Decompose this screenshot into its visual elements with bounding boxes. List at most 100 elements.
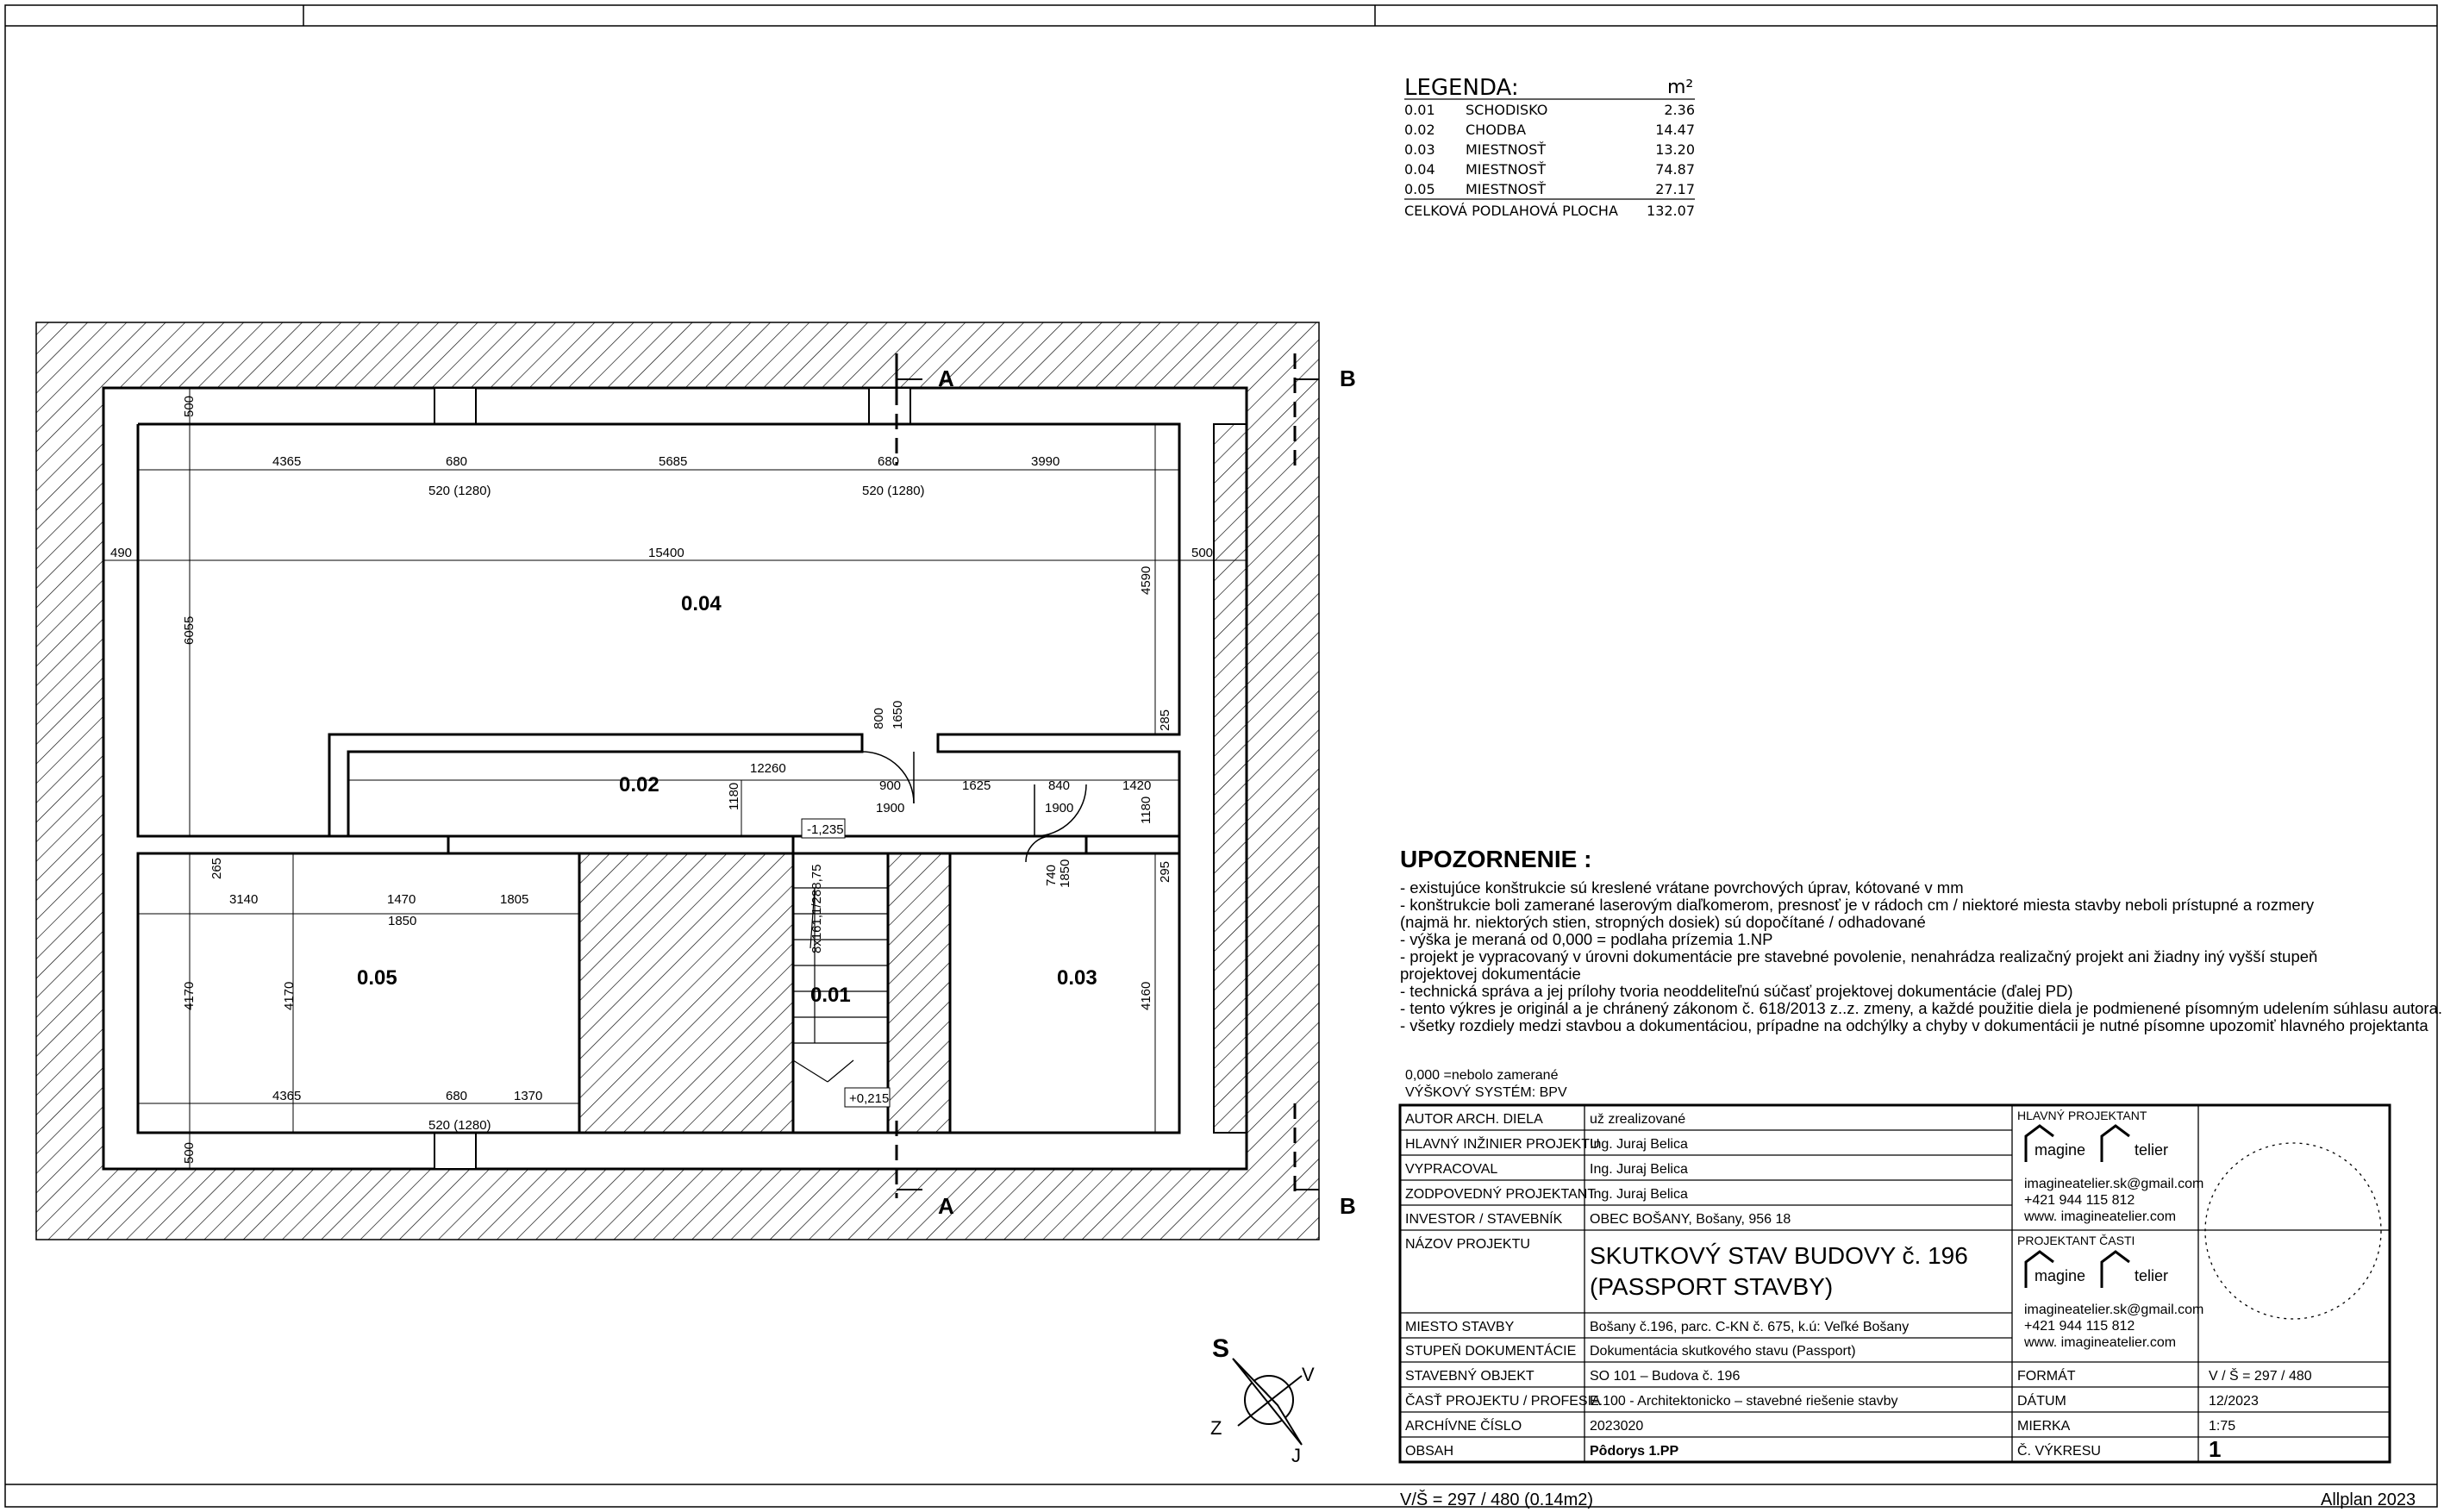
title-block: AUTOR ARCH. DIELA už zrealizované HLAVNÝ… [1398, 1103, 2391, 1464]
dim-1370: 1370 [514, 1089, 542, 1103]
east-wall-hatch [1213, 423, 1247, 1134]
tb-label: MIESTO STAVBY [1405, 1320, 1515, 1334]
tb-date-label: DÁTUM [2017, 1392, 2066, 1409]
notes-line: - existujúce konštrukcie sú kreslené vrá… [1400, 878, 1964, 897]
level-mark-1: -1,235 [807, 822, 844, 837]
wall-core-left [578, 852, 795, 1134]
tb-sheet-label: Č. VÝKRESU [2017, 1442, 2101, 1459]
tb-value: 2023020 [1590, 1419, 1643, 1434]
legend-row: 0.05 MIESTNOSŤ 27.17 [1404, 181, 1695, 197]
notes-line: - konštrukcie boli zamerané laserovým di… [1400, 896, 2315, 914]
section-marks [895, 353, 1319, 1198]
stair-label: 8x161,1/288,75 [809, 865, 824, 953]
legend-area: 27.17 [1655, 181, 1695, 197]
tb-value: SO 101 – Budova č. 196 [1590, 1369, 1740, 1384]
legend-code: 0.02 [1404, 122, 1435, 138]
notes-line: (najmä hr. niektorých stien, stropných d… [1400, 913, 1926, 931]
legend-code: 0.05 [1404, 181, 1435, 197]
legend-unit: m² [1667, 77, 1693, 98]
footer-right: Allplan 2023 [2321, 1490, 2416, 1509]
dim-1850a: 1850 [1058, 859, 1072, 888]
dim-1805: 1805 [500, 892, 528, 907]
legend-code: 0.01 [1404, 102, 1435, 118]
dim-3140: 3140 [229, 892, 258, 907]
doors [861, 751, 1087, 863]
floor-plan: 0.04 0.02 0.05 0.01 0.03 A A B B 500 436… [35, 322, 1356, 1240]
tb-label: ČASŤ PROJEKTU / PROFESIA [1405, 1392, 1601, 1409]
dim-1470: 1470 [387, 892, 416, 907]
north-arrow-j: J [1291, 1445, 1301, 1466]
atelier-logo-icon [2024, 1124, 2130, 1162]
notes-title: UPOZORNENIE : [1400, 846, 1591, 872]
tb-contact-email: imagineatelier.sk@gmail.com [2024, 1303, 2203, 1317]
dim-680a: 680 [446, 454, 467, 469]
dim-680c: 680 [446, 1089, 467, 1103]
tb-value: Ing. Juraj Belica [1590, 1162, 1688, 1177]
notes-line: - projekt je vypracovaný v úrovni dokume… [1400, 947, 2317, 965]
room-label-002: 0.02 [619, 773, 659, 797]
tb-label: ARCHÍVNE ČÍSLO [1405, 1417, 1522, 1434]
tb-chief-label: HLAVNÝ PROJEKTANT [2017, 1109, 2147, 1122]
tb-logo-right: telier [2135, 1141, 2168, 1159]
dim-520a: 520 (1280) [428, 484, 491, 498]
dim-500b: 500 [1191, 546, 1213, 560]
tb-part-label: PROJEKTANT ČASTI [2017, 1234, 2135, 1247]
legend-name: MIESTNOSŤ [1466, 161, 1546, 178]
dim-285a: 285 [1158, 709, 1172, 731]
dim-4170a: 4170 [182, 982, 197, 1010]
wall-core-right [886, 852, 952, 1134]
tb-contact-web: www. imagineatelier.com [2023, 1209, 2176, 1224]
tb-label: HLAVNÝ INŽINIER PROJEKTU [1405, 1135, 1600, 1152]
tb-label: ZODPOVEDNÝ PROJEKTANT [1405, 1185, 1596, 1202]
dim-15400: 15400 [648, 546, 684, 560]
dim-1420: 1420 [1122, 778, 1151, 793]
tb-scale-value: 1:75 [2209, 1419, 2235, 1434]
notes: UPOZORNENIE : - existujúce konštrukcie s… [1400, 846, 2442, 1100]
dim-800: 800 [872, 708, 886, 729]
legend-area: 13.20 [1655, 141, 1695, 158]
tb-sheet-value: 1 [2209, 1436, 2221, 1462]
legend-area: 14.47 [1655, 122, 1695, 138]
tb-contact-phone: +421 944 115 812 [2024, 1319, 2135, 1334]
tb-value: OBEC BOŠANY, Bošany, 956 18 [1590, 1210, 1791, 1227]
dim-740: 740 [1044, 865, 1059, 886]
room-label-003: 0.03 [1057, 966, 1097, 990]
dim-900: 900 [879, 778, 901, 793]
dim-4170b: 4170 [282, 982, 297, 1010]
tb-contact-web: www. imagineatelier.com [2023, 1335, 2176, 1350]
tb-label: AUTOR ARCH. DIELA [1405, 1112, 1543, 1127]
legend-name: SCHODISKO [1466, 102, 1547, 118]
dim-1850b: 1850 [388, 914, 416, 928]
level-mark-2: +0,215 [849, 1091, 889, 1106]
legend-row: 0.01 SCHODISKO 2.36 [1404, 102, 1695, 118]
stair-area [791, 852, 890, 1134]
dim-680b: 680 [878, 454, 899, 469]
tb-label: INVESTOR / STAVEBNÍK [1405, 1210, 1563, 1227]
tb-date-value: 12/2023 [2209, 1394, 2259, 1409]
tb-value: Ing. Juraj Belica [1590, 1187, 1688, 1202]
partition-wall-mid [447, 834, 795, 855]
room-label-001: 0.01 [810, 984, 851, 1007]
height-system: VÝŠKOVÝ SYSTÉM: BPV [1405, 1084, 1567, 1100]
legend: LEGENDA: m² 0.01 SCHODISKO 2.36 0.02 CHO… [1404, 75, 1695, 219]
tb-value: E.100 - Architektonicko – stavebné rieše… [1590, 1394, 1898, 1409]
north-arrow-s: S [1212, 1334, 1229, 1363]
dim-1900b: 1900 [1045, 801, 1073, 815]
section-b-top: B [1340, 366, 1356, 391]
tb-value: Dokumentácia skutkového stavu (Passport) [1590, 1344, 1856, 1359]
notes-line: projektovej dokumentácie [1400, 965, 1581, 983]
stamp-circle [2204, 1142, 2382, 1320]
notes-line: - všetky rozdiely medzi stavbou a dokume… [1400, 1016, 2428, 1034]
dim-500c: 500 [182, 1142, 197, 1164]
level-box-1 [801, 818, 846, 839]
tb-value: už zrealizované [1590, 1112, 1685, 1127]
tb-project-label: NÁZOV PROJEKTU [1405, 1235, 1530, 1252]
north-arrow-z: Z [1210, 1417, 1222, 1439]
stair-treads [792, 887, 888, 1083]
dim-1625: 1625 [962, 778, 991, 793]
dim-520c: 520 (1280) [428, 1118, 491, 1133]
dim-490: 490 [110, 546, 132, 560]
footer-left: V/Š = 297 / 480 (0.14m2) [1400, 1490, 1593, 1509]
room-003-outline [948, 852, 1181, 1134]
legend-area: 74.87 [1655, 161, 1695, 178]
